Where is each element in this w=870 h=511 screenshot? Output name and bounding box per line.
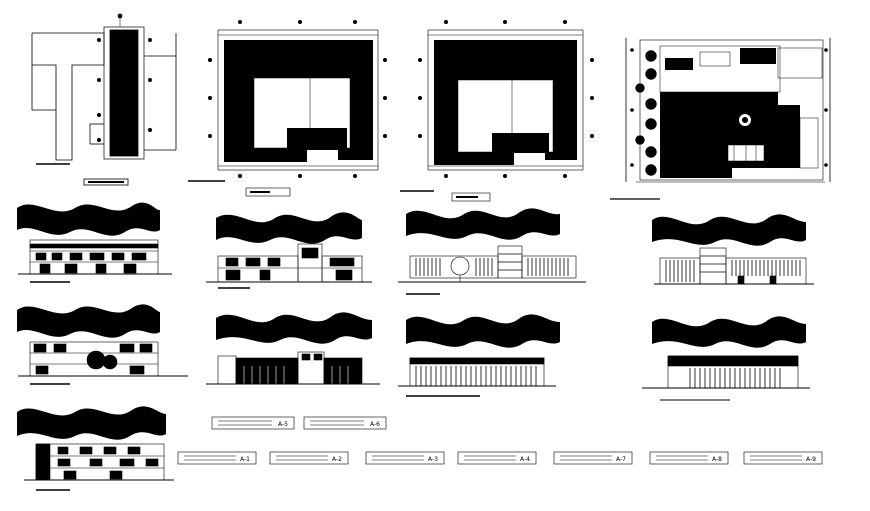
title-block-code: A-3 <box>428 456 438 463</box>
title-block-code: A-8 <box>712 456 722 463</box>
wave-banner-1 <box>17 202 160 236</box>
wave-banner-3 <box>406 208 560 240</box>
roof-plan-1 <box>188 29 379 197</box>
title-block-code: A-4 <box>520 456 530 463</box>
wave-banner-7 <box>406 314 560 348</box>
wave-banner-6 <box>216 312 372 344</box>
elevation-6 <box>206 351 380 385</box>
elevation-5 <box>18 341 188 385</box>
title-block-5: A-3 <box>365 451 445 465</box>
wave-banner-9 <box>17 406 166 440</box>
title-block-2: A-6 <box>303 416 387 430</box>
roof-plan-1-markers <box>208 20 387 178</box>
title-block-1: A-5 <box>211 416 295 430</box>
title-block-3: A-1 <box>177 451 257 465</box>
elevation-7 <box>398 357 556 397</box>
title-block-6: A-4 <box>457 451 537 465</box>
roof-plan-2-markers <box>418 20 594 178</box>
title-block-code: A-5 <box>278 421 288 428</box>
roof-plan-2 <box>400 29 584 202</box>
elevation-8 <box>642 355 810 401</box>
wave-banner-2 <box>216 212 362 244</box>
title-block-4: A-2 <box>269 451 349 465</box>
title-block-9: A-9 <box>743 451 823 465</box>
floor-plan-markers <box>630 48 828 167</box>
site-plan <box>31 13 177 186</box>
floor-plan-trees <box>634 49 658 177</box>
title-block-code: A-7 <box>616 456 626 463</box>
site-plan-markers <box>97 38 152 142</box>
tree-icon <box>450 256 470 276</box>
floor-plan <box>610 38 831 200</box>
wave-banner-4 <box>652 214 806 246</box>
title-block-7: A-7 <box>553 451 633 465</box>
elevation-4 <box>654 247 814 285</box>
tree-icon <box>102 354 118 370</box>
title-block-code: A-9 <box>806 456 816 463</box>
title-block-code: A-2 <box>332 456 342 463</box>
elevation-1 <box>18 239 172 283</box>
elevation-3 <box>398 245 586 295</box>
elevation-2 <box>206 243 372 289</box>
elevation-3-mullions <box>415 253 569 276</box>
wave-banner-5 <box>17 304 160 338</box>
tree-icon <box>86 350 106 370</box>
title-block-code: A-6 <box>370 421 380 428</box>
wave-banners <box>17 202 806 440</box>
elevation-9 <box>24 443 174 491</box>
wave-banner-8 <box>652 316 806 348</box>
title-block-8: A-8 <box>649 451 729 465</box>
title-block-code: A-1 <box>240 456 250 463</box>
